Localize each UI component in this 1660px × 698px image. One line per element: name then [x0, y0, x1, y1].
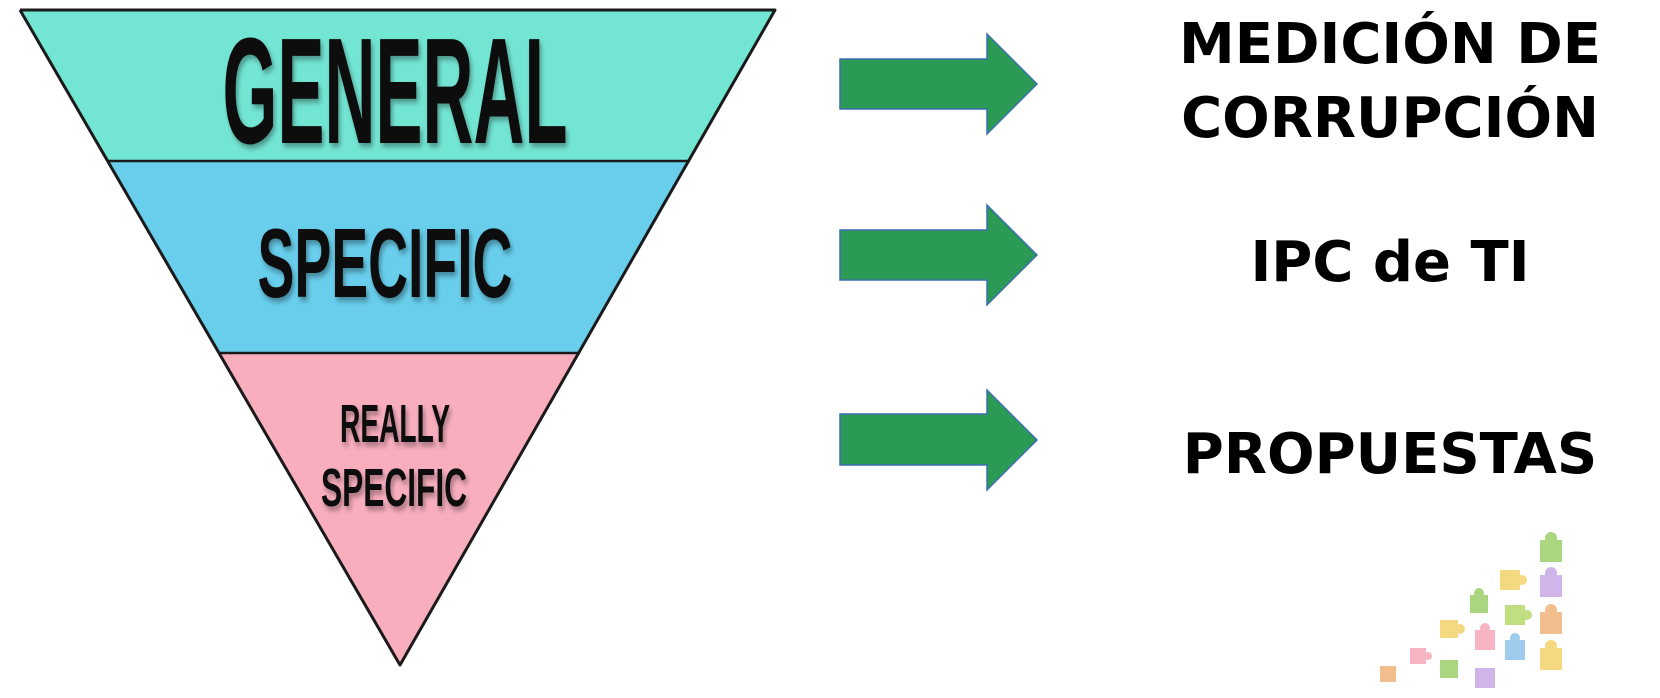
funnel-label-really-specific: SPECIFIC [321, 458, 467, 518]
puzzle-pieces-icon [1380, 532, 1562, 688]
funnel-label-really: REALLY [340, 394, 450, 454]
label-medicion-line1: MEDICIÓN DE [1120, 8, 1660, 82]
label-ipc-de-ti: IPC de TI [1120, 226, 1660, 300]
label-medicion-corrupcion: MEDICIÓN DE CORRUPCIÓN [1120, 8, 1660, 156]
label-propuestas: PROPUESTAS [1120, 418, 1660, 492]
arrow-right-icon [840, 34, 1037, 134]
funnel-label-general: GENERAL [222, 6, 567, 175]
arrow-right-icon [840, 205, 1037, 305]
funnel-label-specific: SPECIFIC [257, 209, 512, 319]
label-medicion-line2: CORRUPCIÓN [1120, 82, 1660, 156]
arrow-right-icon [840, 390, 1037, 490]
